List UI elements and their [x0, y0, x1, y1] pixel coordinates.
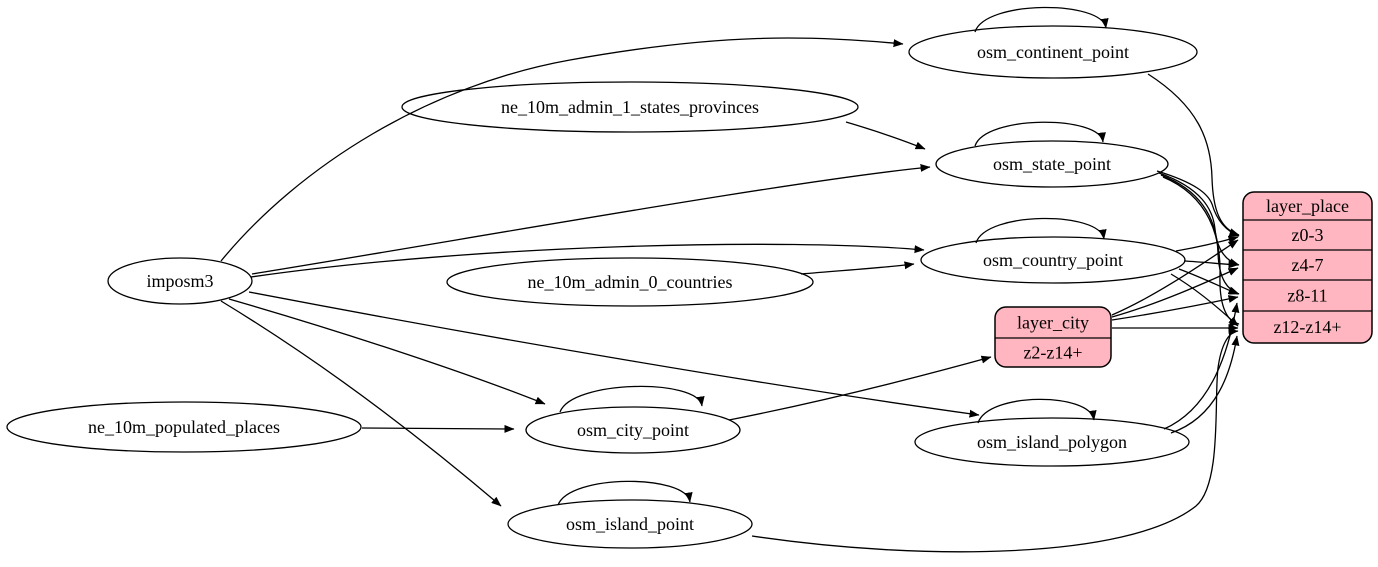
table-ellipse — [920, 236, 1186, 284]
node-label: ne_10m_populated_places — [88, 417, 280, 437]
nodes-group: imposm3 ne_10m_populated_places ne_10m_adm… — [6, 25, 1373, 549]
table-ellipse — [908, 25, 1198, 79]
node-osm-island-polygon: osm_island_polygon — [914, 417, 1190, 467]
source-ellipse — [401, 81, 859, 133]
record-title: layer_place — [1266, 196, 1349, 216]
edge-imposm3-to-osm-city-point — [228, 298, 546, 405]
edge-osm-island-point-to-osm-island-point — [557, 480, 693, 506]
node-label: osm_continent_point — [977, 42, 1129, 62]
node-imposm3: imposm3 — [107, 257, 253, 305]
edge-ne-10m-admin-1-states-provinces-to-osm-state-point — [845, 121, 926, 150]
edge-osm-state-point-to-layer-place-z0-3 — [1156, 170, 1240, 237]
record-box — [1242, 191, 1373, 344]
table-ellipse — [935, 140, 1169, 188]
node-osm-city-point: osm_city_point — [525, 406, 741, 454]
node-osm-country-point: osm_country_point — [920, 236, 1186, 284]
edge-imposm3-to-osm-continent-point — [220, 37, 904, 262]
node-ne-10m-admin-1-states-provinces: ne_10m_admin_1_states_provinces — [401, 81, 859, 133]
source-ellipse — [6, 401, 362, 453]
edge-layer-city-to-layer-place-z4-7 — [1111, 267, 1239, 318]
edge-layer-city-to-layer-place-z8-11 — [1111, 295, 1239, 321]
edges-group — [220, 6, 1240, 553]
edge-imposm3-to-osm-island-polygon — [248, 291, 980, 418]
table-ellipse — [507, 499, 753, 549]
record-box — [994, 306, 1112, 368]
node-label: osm_island_point — [566, 514, 694, 534]
node-layer-city: layer_city z2-z14+ — [994, 306, 1112, 368]
node-osm-continent-point: osm_continent_point — [908, 25, 1198, 79]
edge-osm-country-point-to-layer-place-z12-z14+ — [1170, 273, 1239, 327]
edge-osm-country-point-to-layer-place-z8-11 — [1178, 268, 1239, 295]
edge-osm-island-polygon-to-layer-place-z12-z14+ — [1170, 335, 1240, 434]
edge-osm-country-point-to-layer-place-z0-3 — [1175, 235, 1239, 252]
edge-osm-continent-point-to-layer-place-z0-3 — [1147, 73, 1240, 236]
node-ne-10m-admin-0-countries: ne_10m_admin_0_countries — [446, 257, 814, 307]
node-label: osm_city_point — [577, 420, 689, 440]
edge-ne-10m-populated-places-to-osm-city-point — [361, 424, 515, 433]
source-ellipse — [446, 257, 814, 307]
edge-layer-city-to-layer-place-z0-3 — [1111, 239, 1239, 316]
node-label: imposm3 — [146, 271, 213, 291]
record-row: z8-11 — [1287, 286, 1327, 306]
record-row: z4-7 — [1292, 255, 1324, 275]
node-label: osm_island_polygon — [977, 432, 1127, 452]
edge-osm-city-point-to-osm-city-point — [559, 385, 705, 413]
record-row: z12-z14+ — [1273, 317, 1341, 337]
edge-osm-continent-point-to-osm-continent-point — [974, 6, 1109, 33]
edge-imposm3-to-osm-country-point — [250, 243, 925, 278]
edge-osm-island-polygon-to-layer-place-z8-11 — [1163, 302, 1240, 430]
edge-imposm3-to-osm-state-point — [251, 163, 931, 275]
node-osm-island-point: osm_island_point — [507, 499, 753, 549]
node-layer-place: layer_place z0-3 z4-7 z8-11 z12-z14+ — [1242, 191, 1373, 344]
edge-ne-10m-admin-0-countries-to-osm-country-point — [800, 261, 915, 275]
edge-imposm3-to-osm-island-point — [220, 300, 502, 507]
edge-osm-country-point-to-osm-country-point — [975, 217, 1107, 244]
edge-osm-city-point-to-layer-city-z2-z14+ — [728, 355, 992, 421]
node-label: osm_state_point — [993, 154, 1111, 174]
node-osm-state-point: osm_state_point — [935, 140, 1169, 188]
node-label: ne_10m_admin_1_states_provinces — [501, 97, 759, 117]
edge-osm-state-point-to-layer-place-z8-11 — [1160, 174, 1240, 295]
record-title: layer_city — [1017, 313, 1089, 333]
table-ellipse — [914, 417, 1190, 467]
node-label: osm_country_point — [983, 250, 1123, 270]
table-ellipse — [525, 406, 741, 454]
edge-osm-state-point-to-osm-state-point — [974, 121, 1106, 147]
record-row: z0-3 — [1292, 225, 1324, 245]
source-ellipse — [107, 257, 253, 305]
edge-osm-island-polygon-to-osm-island-polygon — [977, 398, 1097, 424]
node-ne-10m-populated-places: ne_10m_populated_places — [6, 401, 362, 453]
edge-osm-country-point-to-layer-place-z4-7 — [1183, 260, 1239, 269]
node-label: ne_10m_admin_0_countries — [528, 272, 733, 292]
edge-osm-island-point-to-layer-place-z12-z14+ — [751, 327, 1239, 553]
record-row: z2-z14+ — [1023, 343, 1082, 363]
